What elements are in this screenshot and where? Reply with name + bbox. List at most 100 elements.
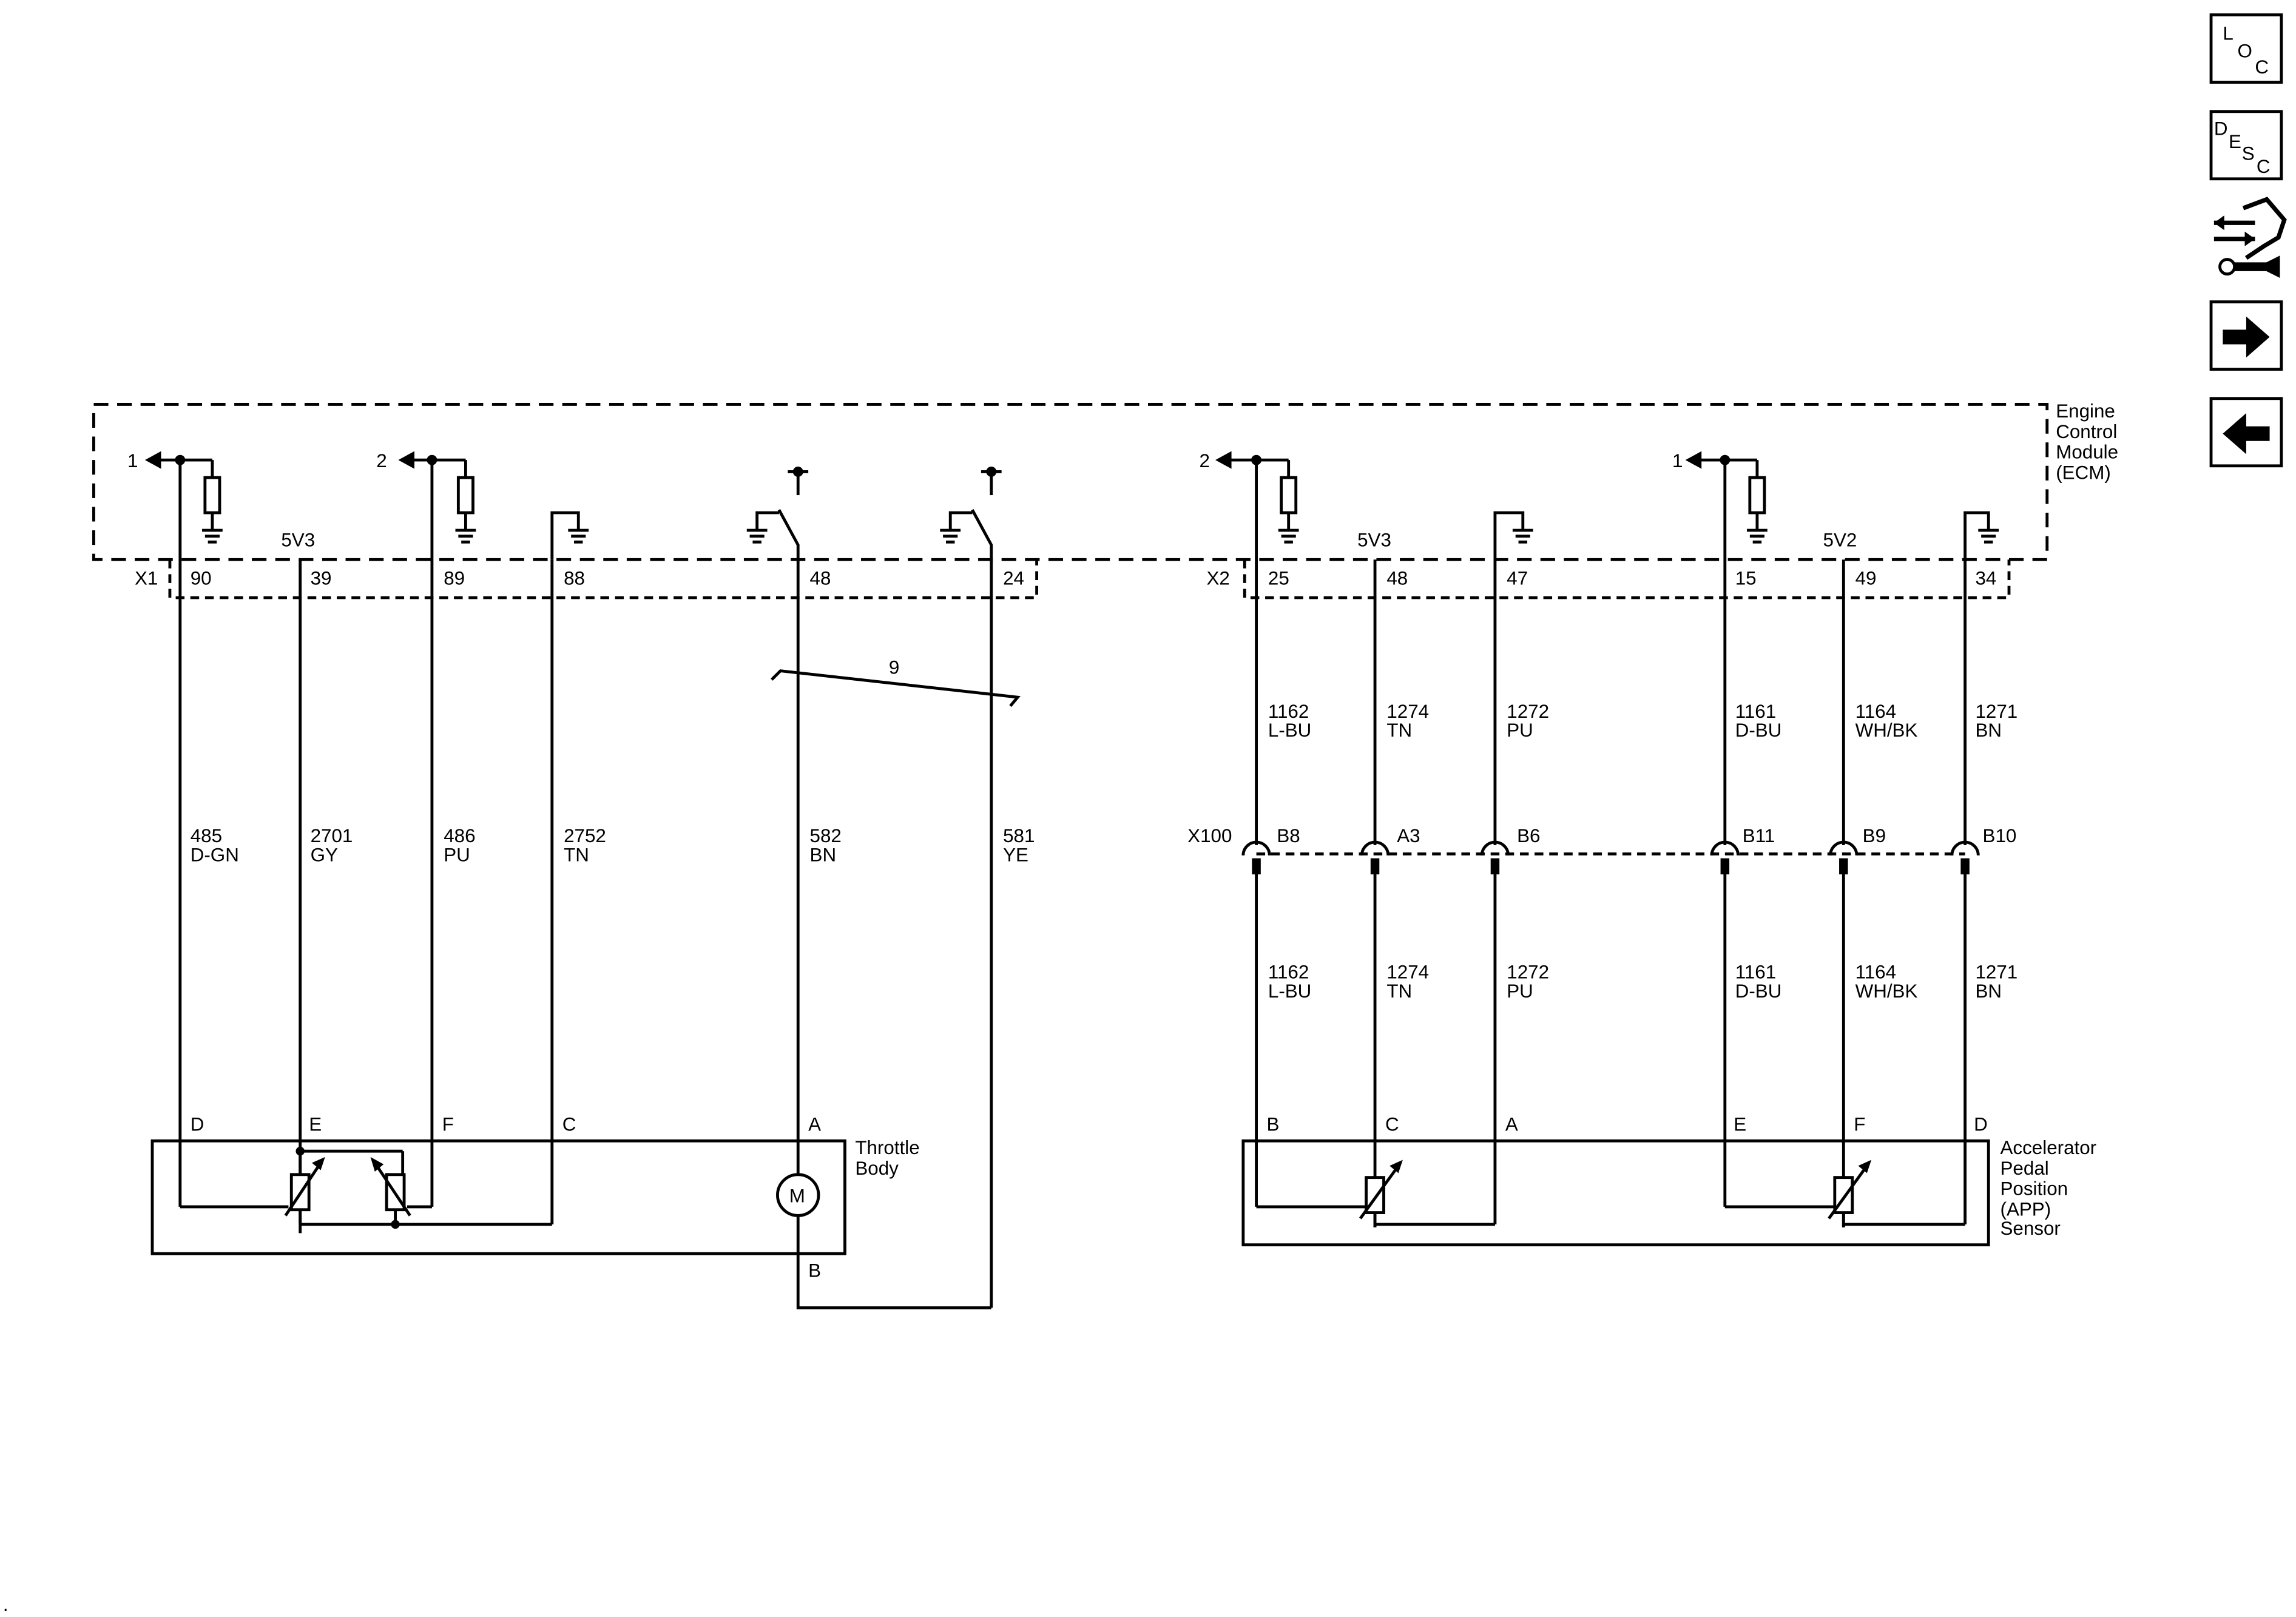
- wire-circuit-number: 1274: [1386, 701, 1429, 722]
- connector-x1: X1: [135, 559, 1039, 599]
- corner-mark: .: [3, 1594, 8, 1615]
- ecm-output-ref: 2: [1199, 450, 1209, 471]
- pin-number: 34: [1975, 567, 1996, 589]
- throttle-body: Throttle Body M D E F: [150, 1113, 920, 1281]
- pin-number: 15: [1735, 567, 1757, 589]
- pin-letter: E: [1734, 1113, 1746, 1135]
- throttle-wire-labels: 485 D-GN 2701 GY 486 PU 2752 TN 582 BN 5…: [191, 825, 1035, 865]
- inline-pin: B8: [1277, 825, 1300, 846]
- inline-pin: B9: [1863, 825, 1886, 846]
- ecm-ref-supply-label: 5V2: [1823, 530, 1857, 551]
- app-sensor-label: Position: [2001, 1178, 2068, 1200]
- arrow-right-icon: [2223, 316, 2270, 358]
- wire-circuit-number: 1162: [1268, 701, 1309, 722]
- ecm-ref-supply-label: 5V3: [1357, 530, 1391, 551]
- app-wires: [1255, 460, 1967, 1227]
- wire-circuit-number: 1162: [1268, 961, 1309, 982]
- inline-connector-label: X100: [1187, 825, 1232, 846]
- inline-pin: B6: [1517, 825, 1540, 846]
- wire-circuit-number: 1164: [1855, 701, 1896, 722]
- wire-circuit-number: 1272: [1507, 961, 1549, 982]
- ecm-output-ref: 2: [376, 450, 387, 471]
- wire-color: BN: [1975, 981, 2002, 1002]
- description-button[interactable]: D E S C: [2209, 110, 2283, 181]
- throttle-motor: M: [776, 1173, 820, 1217]
- connector-repair-icon[interactable]: [2213, 197, 2287, 278]
- description-letter-c: C: [2257, 156, 2271, 177]
- wire-color: WH/BK: [1855, 720, 1918, 741]
- wire-color: L-BU: [1268, 981, 1311, 1002]
- tps-1-potentiometer: [284, 1156, 325, 1217]
- pin-number: 90: [191, 567, 212, 589]
- pin-letter: C: [562, 1113, 576, 1135]
- description-letter-e: E: [2229, 131, 2241, 152]
- location-letter-c: C: [2255, 56, 2269, 78]
- connector-x1-label: X1: [135, 567, 158, 589]
- pin-number: 89: [444, 567, 465, 589]
- pin-letter: B: [808, 1260, 821, 1281]
- ecm-label-line: Engine: [2056, 400, 2115, 422]
- pin-number: 24: [1003, 567, 1024, 589]
- app-2-potentiometer: [1828, 1160, 1872, 1220]
- location-letter-l: L: [2223, 23, 2233, 44]
- connector-x2-label: X2: [1207, 567, 1230, 589]
- description-letter-s: S: [2242, 143, 2255, 164]
- pin-number: 88: [564, 567, 585, 589]
- motor-symbol: M: [789, 1186, 805, 1207]
- wire-color: YE: [1003, 844, 1028, 865]
- next-page-button[interactable]: [2209, 300, 2283, 371]
- arrow-left-icon: [2223, 413, 2270, 454]
- pin-letter: C: [1385, 1113, 1399, 1135]
- app-1-potentiometer: [1359, 1160, 1403, 1220]
- wire-color: L-BU: [1268, 720, 1311, 741]
- wire-color: D-BU: [1735, 720, 1782, 741]
- wire-circuit-number: 1271: [1975, 701, 2017, 722]
- wire-circuit-number: 581: [1003, 825, 1035, 846]
- ecm-ref-supply-label: 5V3: [281, 530, 315, 551]
- ecm-output-ref: 1: [1672, 450, 1683, 471]
- wire-color: BN: [810, 844, 837, 865]
- pin-letter: D: [191, 1113, 204, 1135]
- throttle-body-label: Body: [855, 1158, 899, 1179]
- wire-circuit-number: 486: [444, 825, 475, 846]
- previous-page-button[interactable]: [2209, 397, 2283, 468]
- tps-2-potentiometer: [370, 1156, 411, 1217]
- pin-number: 49: [1855, 567, 1877, 589]
- wire-color: TN: [1386, 981, 1412, 1002]
- pin-number: 39: [311, 567, 332, 589]
- ecm-label-line: Control: [2056, 421, 2117, 442]
- ecm-internal-left: [144, 451, 1002, 560]
- pin-letter: F: [442, 1113, 454, 1135]
- app-wire-labels-lower: 1162 L-BU 1274 TN 1272 PU 1161 D-BU 1164…: [1268, 961, 2017, 1001]
- wire-color: D-BU: [1735, 981, 1782, 1002]
- app-sensor-label: (APP): [2001, 1198, 2051, 1220]
- pin-number: 48: [810, 567, 831, 589]
- wire-circuit-number: 1164: [1855, 961, 1896, 982]
- ecm-module: Engine Control Module (ECM): [92, 400, 2118, 561]
- wire-color: PU: [444, 844, 470, 865]
- twisted-pair-marker: [771, 669, 1021, 707]
- ecm-x2-pins: 25 48 47 15 49 34: [1268, 567, 1996, 589]
- pin-letter: E: [309, 1113, 322, 1135]
- app-wire-labels-upper: 1162 L-BU 1274 TN 1272 PU 1161 D-BU 1164…: [1268, 701, 2017, 741]
- wire-circuit-number: 2701: [311, 825, 353, 846]
- inline-pin: B10: [1983, 825, 2017, 846]
- wire-circuit-number: 1272: [1507, 701, 1549, 722]
- twisted-pair-label: 9: [889, 657, 899, 678]
- pin-letter: A: [808, 1113, 821, 1135]
- ecm-internal-right: [1215, 451, 1999, 560]
- throttle-body-label: Throttle: [855, 1137, 919, 1158]
- wire-circuit-number: 1161: [1735, 701, 1776, 722]
- ecm-x1-pins: 90 39 89 88 48 24: [191, 567, 1024, 589]
- app-sensor-label: Sensor: [2001, 1218, 2061, 1239]
- wire-color: TN: [1386, 720, 1412, 741]
- app-sensor-label: Pedal: [2001, 1158, 2049, 1179]
- description-letter-d: D: [2214, 118, 2228, 139]
- pin-letter: A: [1505, 1113, 1518, 1135]
- inline-connector-x100: X100 B8 A3 B6 B11 B9 B10: [1187, 825, 2017, 875]
- ecm-output-ref: 1: [127, 450, 138, 471]
- wire-circuit-number: 1161: [1735, 961, 1776, 982]
- location-button[interactable]: L O C: [2209, 13, 2283, 84]
- pin-number: 48: [1386, 567, 1408, 589]
